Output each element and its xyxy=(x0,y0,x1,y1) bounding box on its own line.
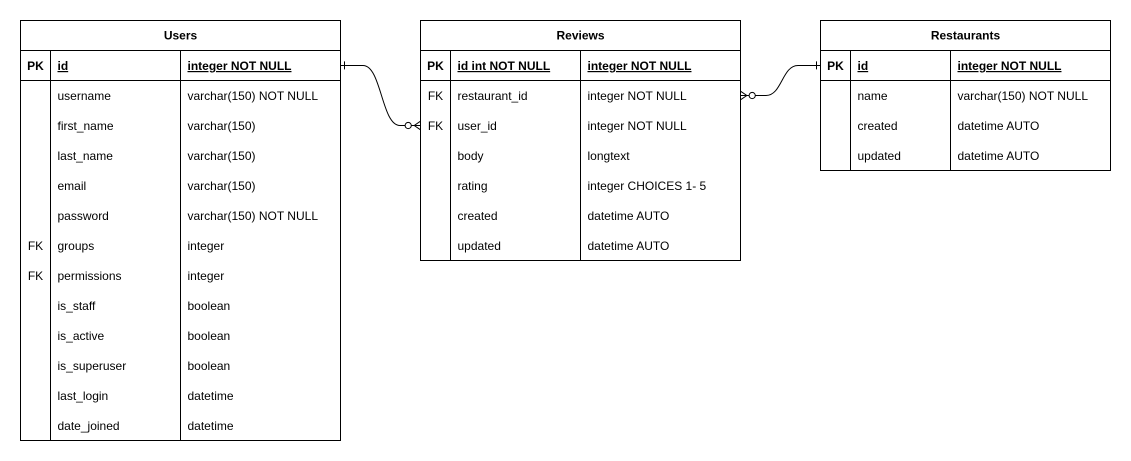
svg-text:last_login: last_login xyxy=(58,389,109,403)
svg-text:email: email xyxy=(58,179,87,193)
svg-text:varchar(150) NOT NULL: varchar(150) NOT NULL xyxy=(958,89,1089,103)
svg-text:datetime AUTO: datetime AUTO xyxy=(588,239,670,253)
svg-text:is_active: is_active xyxy=(58,329,105,343)
svg-text:permissions: permissions xyxy=(58,269,122,283)
svg-text:is_staff: is_staff xyxy=(58,299,96,313)
svg-text:id int NOT NULL: id int NOT NULL xyxy=(458,59,551,73)
svg-text:body: body xyxy=(458,149,484,163)
svg-text:password: password xyxy=(58,209,109,223)
svg-text:name: name xyxy=(858,89,888,103)
svg-text:varchar(150) NOT NULL: varchar(150) NOT NULL xyxy=(188,89,319,103)
svg-text:integer NOT NULL: integer NOT NULL xyxy=(588,119,687,133)
svg-text:varchar(150): varchar(150) xyxy=(188,149,256,163)
svg-text:integer: integer xyxy=(188,269,225,283)
svg-text:integer NOT NULL: integer NOT NULL xyxy=(958,59,1062,73)
svg-text:date_joined: date_joined xyxy=(58,419,120,433)
svg-text:groups: groups xyxy=(58,239,95,253)
svg-text:username: username xyxy=(58,89,112,103)
svg-text:boolean: boolean xyxy=(188,299,231,313)
svg-text:integer CHOICES 1- 5: integer CHOICES 1- 5 xyxy=(588,179,707,193)
svg-text:user_id: user_id xyxy=(458,119,497,133)
svg-text:Restaurants: Restaurants xyxy=(931,29,1001,43)
svg-text:created: created xyxy=(458,209,498,223)
svg-text:updated: updated xyxy=(458,239,501,253)
svg-text:boolean: boolean xyxy=(188,329,231,343)
svg-text:created: created xyxy=(858,119,898,133)
svg-text:FK: FK xyxy=(428,119,443,133)
svg-text:FK: FK xyxy=(428,89,443,103)
svg-text:PK: PK xyxy=(27,59,44,73)
svg-text:Reviews: Reviews xyxy=(556,29,604,43)
svg-text:integer NOT NULL: integer NOT NULL xyxy=(588,89,687,103)
svg-text:FK: FK xyxy=(28,269,43,283)
svg-text:varchar(150): varchar(150) xyxy=(188,119,256,133)
svg-text:datetime: datetime xyxy=(188,389,234,403)
svg-text:varchar(150) NOT NULL: varchar(150) NOT NULL xyxy=(188,209,319,223)
svg-text:datetime: datetime xyxy=(188,419,234,433)
svg-text:first_name: first_name xyxy=(58,119,114,133)
svg-text:integer: integer xyxy=(188,239,225,253)
svg-text:varchar(150): varchar(150) xyxy=(188,179,256,193)
svg-text:Users: Users xyxy=(164,29,198,43)
svg-text:datetime AUTO: datetime AUTO xyxy=(958,149,1040,163)
svg-text:updated: updated xyxy=(858,149,901,163)
svg-text:last_name: last_name xyxy=(58,149,114,163)
svg-text:longtext: longtext xyxy=(588,149,631,163)
svg-text:rating: rating xyxy=(458,179,488,193)
svg-text:datetime AUTO: datetime AUTO xyxy=(588,209,670,223)
svg-text:PK: PK xyxy=(827,59,844,73)
svg-text:PK: PK xyxy=(427,59,444,73)
svg-text:restaurant_id: restaurant_id xyxy=(458,89,528,103)
svg-text:boolean: boolean xyxy=(188,359,231,373)
svg-text:FK: FK xyxy=(28,239,43,253)
svg-text:id: id xyxy=(58,59,69,73)
svg-text:datetime AUTO: datetime AUTO xyxy=(958,119,1040,133)
svg-text:integer NOT NULL: integer NOT NULL xyxy=(588,59,692,73)
svg-text:integer NOT NULL: integer NOT NULL xyxy=(188,59,292,73)
svg-text:id: id xyxy=(858,59,869,73)
svg-text:is_superuser: is_superuser xyxy=(58,359,127,373)
